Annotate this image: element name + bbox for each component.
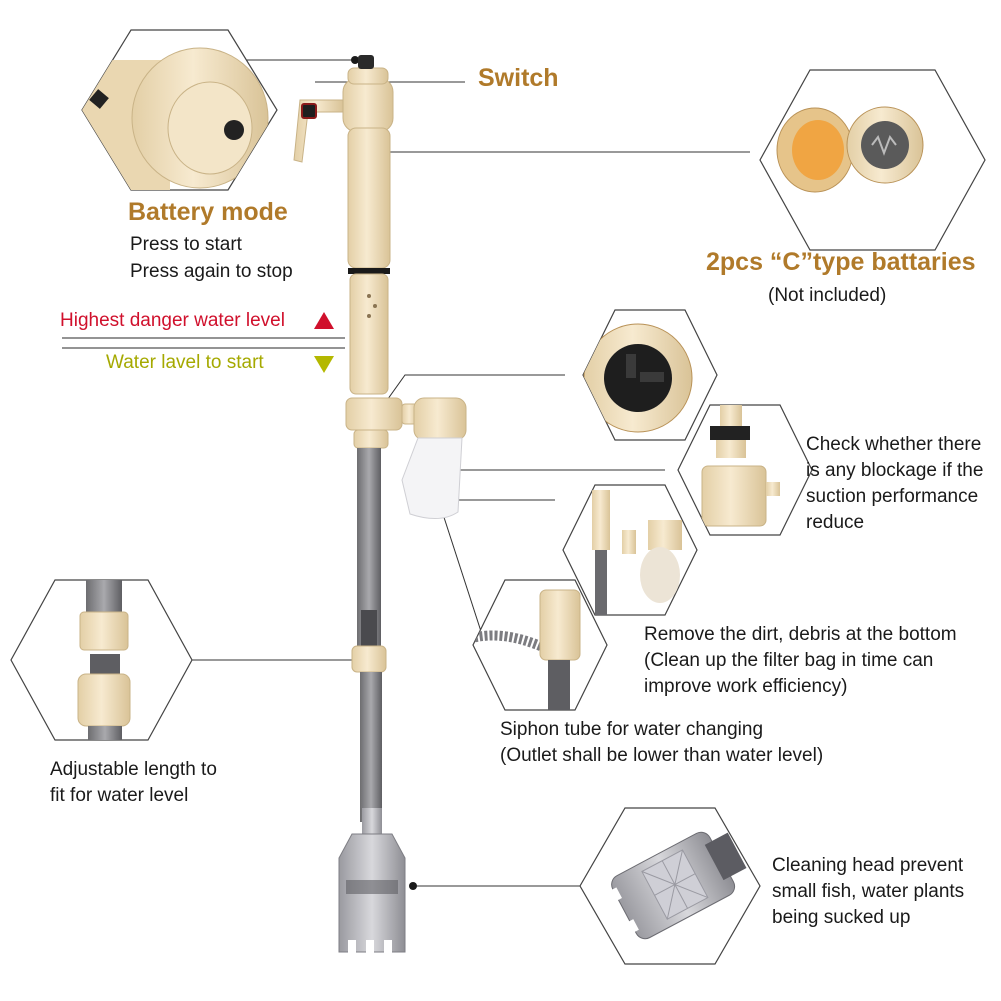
switch-closeup-image xyxy=(81,29,278,191)
battery-type-title: 2pcs “C”type battaries xyxy=(706,248,976,276)
not-included-note: (Not included) xyxy=(768,285,887,306)
start-triangle-icon xyxy=(314,356,334,373)
start-water-level-label: Water lavel to start xyxy=(106,352,264,373)
siphon-tube-image xyxy=(472,579,608,711)
adjustable-length-note: Adjustable length to fit for water level xyxy=(50,757,217,809)
danger-triangle-icon xyxy=(314,312,334,329)
length-adjuster-image xyxy=(10,579,193,741)
gravel-vacuum-device xyxy=(293,55,467,954)
blockage-line: is any blockage if the xyxy=(806,460,984,481)
filter-bag-image xyxy=(562,484,698,616)
siphon-line: Siphon tube for water changing xyxy=(500,719,764,740)
switch-label: Switch xyxy=(478,64,559,92)
blockage-line: Check whether there xyxy=(806,434,982,455)
adjustable-line: fit for water level xyxy=(50,785,189,806)
siphon-line: (Outlet shall be lower than water level) xyxy=(500,745,824,766)
cleaning-head-note: Cleaning head prevent small fish, water … xyxy=(772,853,964,931)
cleaning-head-image xyxy=(579,807,761,965)
blockage-note: Check whether there is any blockage if t… xyxy=(806,432,983,536)
dirt-line: improve work efficiency) xyxy=(644,676,848,697)
filter-parts-image xyxy=(677,404,813,536)
cleaning-head-line: small fish, water plants xyxy=(772,881,965,902)
blockage-line: reduce xyxy=(806,512,865,533)
adjustable-line: Adjustable length to xyxy=(50,759,217,780)
cleaning-head-line: being sucked up xyxy=(772,907,911,928)
siphon-note: Siphon tube for water changing (Outlet s… xyxy=(500,717,823,769)
dirt-removal-note: Remove the dirt, debris at the bottom (C… xyxy=(644,622,957,700)
impeller-closeup-image xyxy=(582,309,718,441)
blockage-line: suction performance xyxy=(806,486,979,507)
battery-compartment-image xyxy=(759,69,986,251)
dirt-line: Remove the dirt, debris at the bottom xyxy=(644,624,957,645)
battery-mode-title: Battery mode xyxy=(128,198,288,226)
danger-water-level-label: Highest danger water level xyxy=(60,310,285,331)
press-start-text: Press to start xyxy=(130,234,242,255)
water-level-lines xyxy=(62,337,345,349)
dirt-line: (Clean up the filter bag in time can xyxy=(644,650,934,671)
press-stop-text: Press again to stop xyxy=(130,261,293,282)
cleaning-head-line: Cleaning head prevent xyxy=(772,855,964,876)
